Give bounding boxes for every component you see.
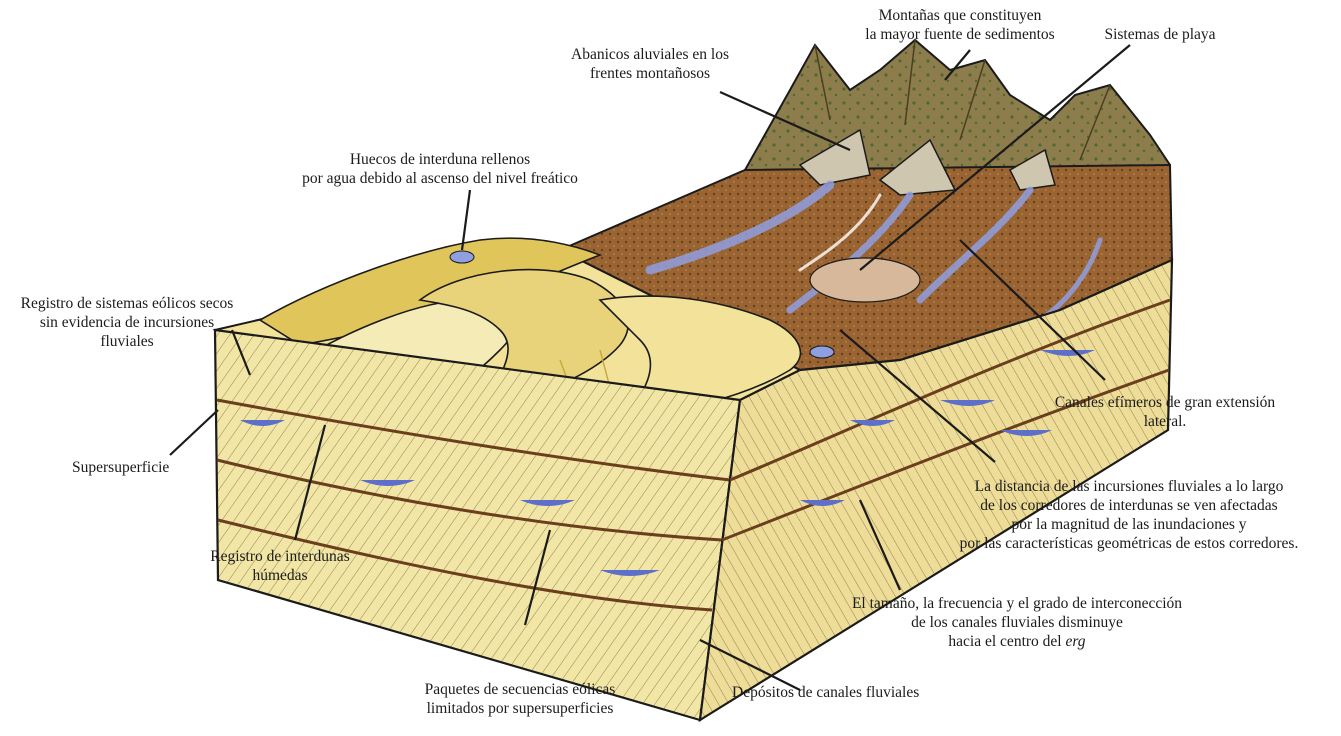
label-depositos: Depósitos de canales fluviales [732, 683, 919, 702]
leader-huecos [462, 190, 470, 250]
label-sistemas-playa: Sistemas de playa [1090, 25, 1230, 44]
label-registro-humedas: Registro de interdunas húmedas [185, 547, 375, 585]
label-paquetes: Paquetes de secuencias eólicas limitados… [385, 680, 655, 718]
label-supersuperficie: Supersuperficie [72, 458, 169, 477]
label-registro-secos: Registro de sistemas eólicos secos sin e… [2, 294, 252, 351]
label-distancia: La distancia de las incursiones fluviale… [924, 477, 1334, 553]
front-face [215, 330, 740, 720]
label-huecos: Huecos de interduna rellenos por agua de… [275, 150, 605, 188]
label-tamano: El tamaño, la frecuencia y el grado de i… [832, 594, 1202, 651]
label-canales-efimeros: Canales efímeros de gran extensión later… [1030, 393, 1300, 431]
leader-supersuperficie [170, 410, 218, 455]
label-montanas: Montañas que constituyen la mayor fuente… [855, 6, 1065, 44]
label-abanicos: Abanicos aluviales en los frentes montañ… [550, 45, 750, 83]
